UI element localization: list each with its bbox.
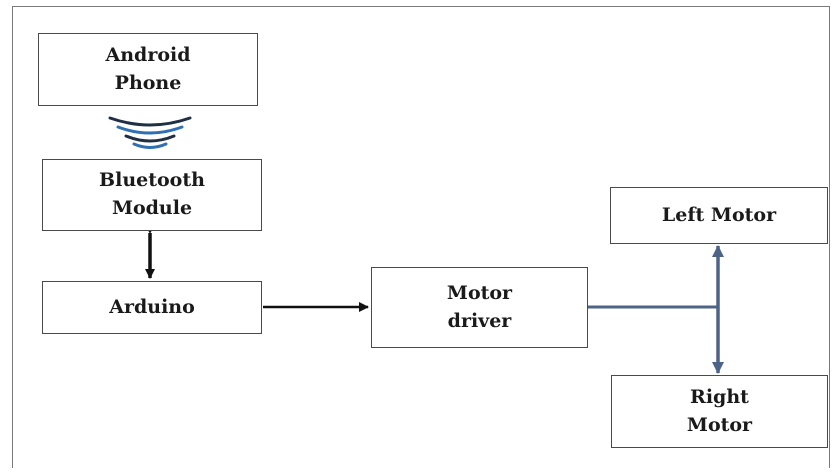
node-motor-driver: Motor driver (371, 267, 588, 348)
node-arduino: Arduino (42, 281, 262, 334)
diagram-frame (12, 6, 830, 468)
wireless-signal-icon (108, 116, 192, 149)
node-label: Android Phone (105, 43, 191, 94)
node-bluetooth-module: Bluetooth Module (42, 159, 262, 231)
node-label: Motor driver (446, 281, 513, 332)
node-label: Arduino (109, 295, 195, 318)
node-right-motor: Right Motor (611, 375, 828, 448)
node-label: Bluetooth Module (99, 169, 205, 219)
node-label: Left Motor (661, 203, 777, 226)
node-left-motor: Left Motor (610, 187, 828, 244)
node-label: Right Motor (686, 385, 753, 436)
node-android-phone: Android Phone (38, 33, 258, 106)
